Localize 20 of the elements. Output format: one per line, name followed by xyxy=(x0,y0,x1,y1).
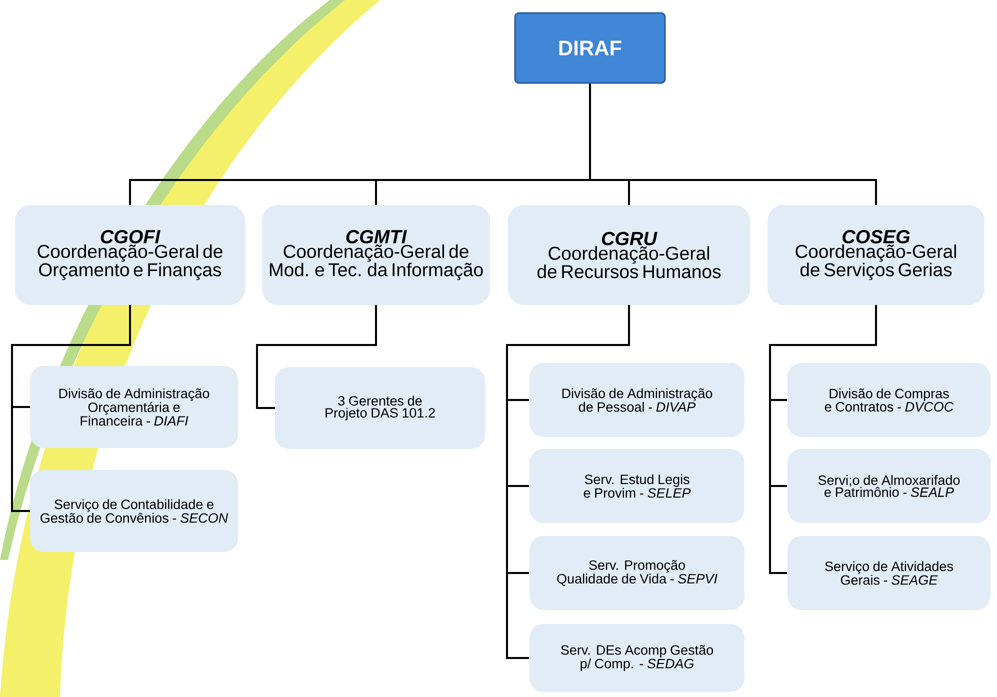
unit-box: Serv. DEs Acomp Gestão p/ Comp. - SEDAG xyxy=(530,624,744,692)
unit-box: Divisão de Administração Orçamentária e Financeira - DIAFI xyxy=(30,366,238,448)
department-box: CGMTI Coordenação-Geral de Mod. e Tec. da Informação xyxy=(262,205,490,305)
department-box: COSEG Coordenação-Geral de Serviços Gerias xyxy=(768,205,984,305)
connector-line xyxy=(256,305,377,409)
unit-box: Serv. Promoção Qualidade de Vida - SEPVI xyxy=(530,536,744,610)
department-box: CGRU Coordenação-Geral de Recursos Humanos xyxy=(508,205,750,305)
unit-box: Serv. Estud Legis e Provim - SELEP xyxy=(530,449,744,523)
unit-box: Servi;o de Almoxarifado e Patrimônio - SEALP xyxy=(788,449,990,523)
unit-box: Serviço de Contabilidade e Gestão de Convênios - SECON xyxy=(30,470,238,552)
connector-line xyxy=(589,83,877,205)
unit-box: 3 Gerentes de Projeto DAS 101.2 xyxy=(275,367,485,449)
unit-box: Divisão de Compras e Contratos - DVCOC xyxy=(788,363,990,437)
unit-box: Serviço de Atividades Gerais - SEAGE xyxy=(788,536,990,610)
connector-line xyxy=(506,305,630,659)
connector-line xyxy=(769,305,877,574)
connector-line xyxy=(11,305,131,512)
department-box: CGOFI Coordenação-Geral de Orçamento e Finanças xyxy=(15,205,245,305)
title-box: DIRAF xyxy=(514,12,666,84)
unit-box: Divisão de Administração de Pessoal - DIVAP xyxy=(530,363,744,437)
